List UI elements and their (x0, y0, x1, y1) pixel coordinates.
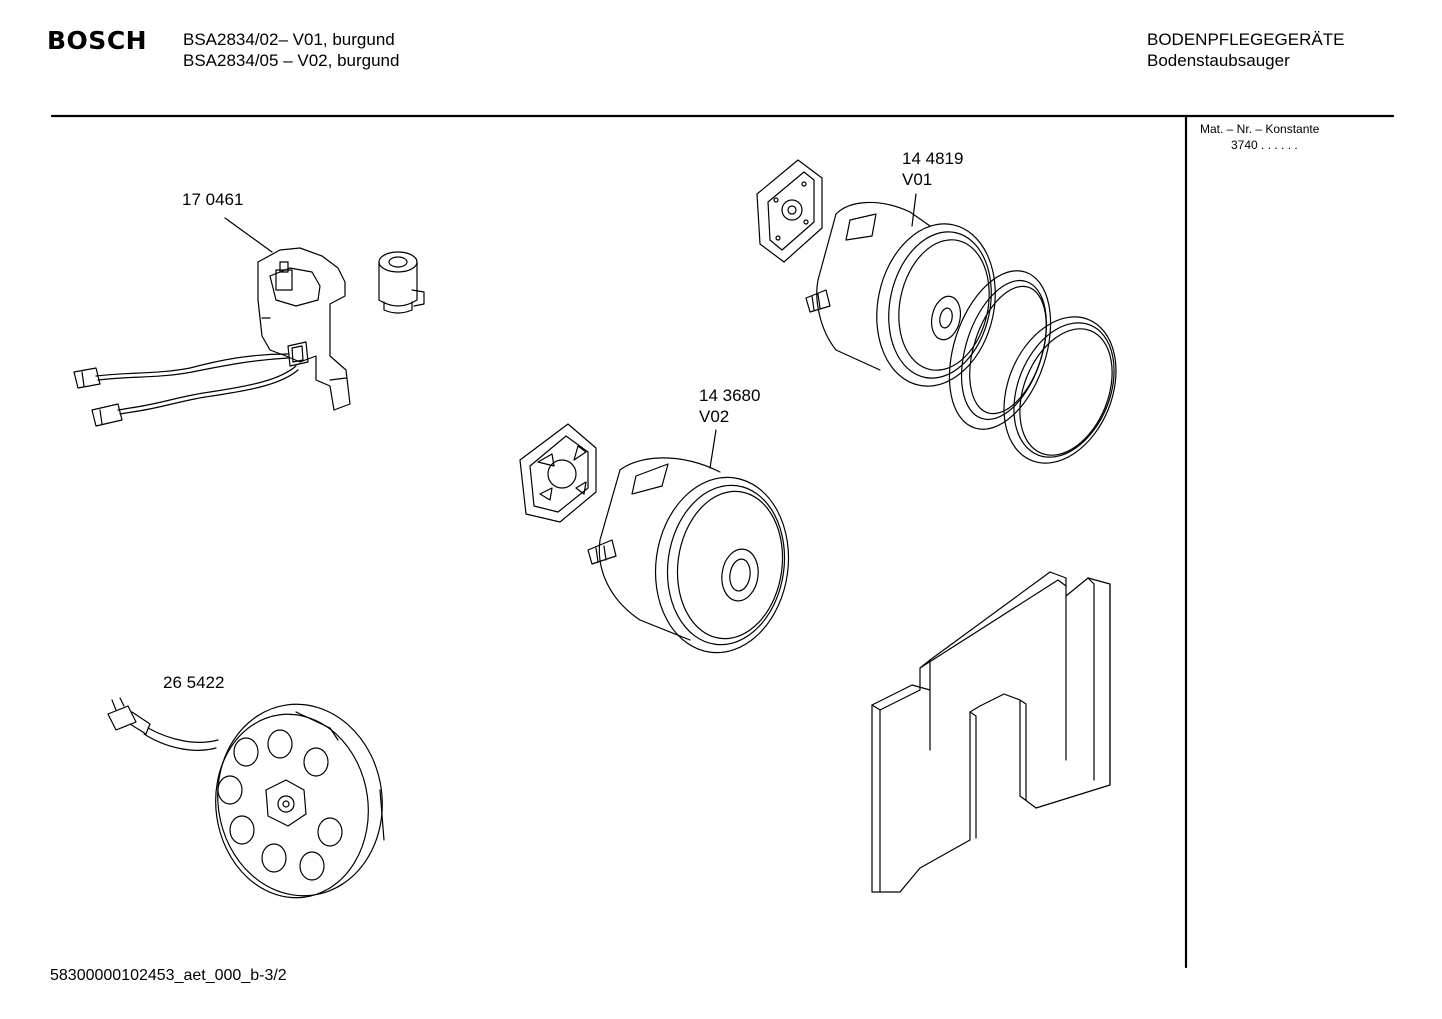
motor-v01-drawing (756, 159, 1117, 464)
category-title: BODENPFLEGEGERÄTE (1147, 30, 1345, 49)
motor-v02-drawing (519, 423, 790, 654)
part-number-motor-v02: 14 3680 (699, 386, 761, 405)
subcategory-title: Bodenstaubsauger (1147, 51, 1290, 70)
part-number-cable-reel: 26 5422 (163, 673, 225, 692)
cable-reel-drawing (107, 697, 385, 899)
document-id: 58300000102453_aet_000_b-3/2 (50, 967, 287, 984)
coil-drawing (378, 251, 425, 314)
part-variant-v02: V02 (699, 407, 730, 426)
foam-filter-drawing (871, 571, 1111, 893)
brand-logo: BOSCH (47, 26, 148, 55)
model-line-1: BSA2834/02– V01, burgund (183, 30, 395, 49)
part-number-motor-v01: 14 4819 (902, 149, 964, 168)
part-variant-v01: V01 (902, 170, 933, 189)
mat-nr-value: 3740 . . . . . . (1231, 138, 1298, 152)
model-line-2: BSA2834/05 – V02, burgund (183, 51, 400, 70)
switch-bracket-drawing (73, 217, 351, 427)
mat-nr-label: Mat. – Nr. – Konstante (1200, 122, 1320, 136)
part-number-switch: 17 0461 (182, 190, 244, 209)
